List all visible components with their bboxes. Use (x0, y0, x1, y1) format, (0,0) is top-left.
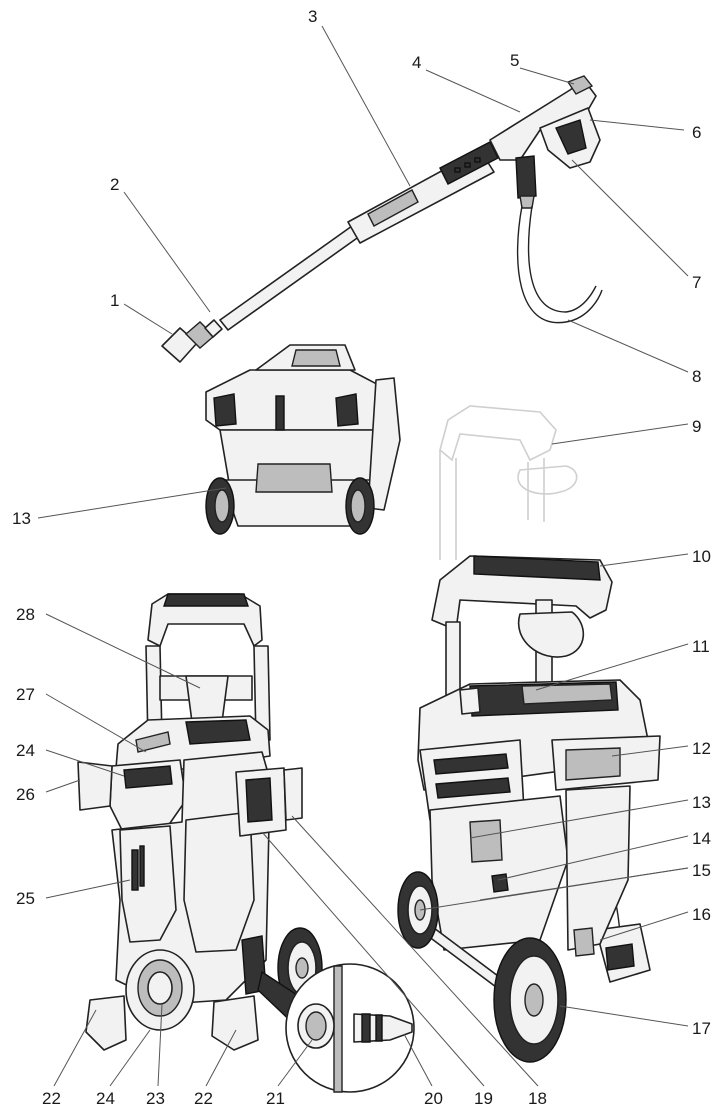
label-2: 2 (110, 175, 119, 194)
gun-handle-part-6 (539, 107, 601, 169)
label-3: 3 (308, 7, 317, 26)
label-21: 21 (266, 1089, 285, 1108)
label-23: 23 (146, 1089, 165, 1108)
holder-part-26 (77, 761, 113, 811)
inlet-thread-part-21 (297, 1003, 335, 1049)
label-26: 26 (16, 785, 35, 804)
label-15: 15 (692, 861, 711, 880)
rear-view-unit (205, 344, 401, 535)
label-18: 18 (528, 1089, 547, 1108)
control-box-part-24 (109, 759, 187, 831)
label-10: 10 (692, 547, 711, 566)
label-8: 8 (692, 367, 701, 386)
body-tower-part-25 (111, 751, 271, 1005)
cable-hook (517, 611, 585, 658)
label-4: 4 (412, 53, 421, 72)
body-front-panel (419, 739, 525, 821)
leader-lines (37, 25, 689, 1087)
label-16: 16 (692, 905, 711, 924)
label-14: 14 (692, 829, 711, 848)
label-22-right: 22 (194, 1089, 213, 1108)
label-28: 28 (16, 605, 35, 624)
label-27: 27 (16, 685, 35, 704)
lance-body-part-3 (347, 141, 499, 244)
hose-connector-part-7 (515, 155, 537, 209)
label-1: 1 (110, 291, 119, 310)
accessory-tray-part-12 (551, 735, 661, 791)
water-inlet (573, 927, 595, 957)
inlet-detail-circle (285, 963, 415, 1093)
label-6: 6 (692, 123, 701, 142)
wheel-left-part-15 (397, 871, 439, 949)
lower-body (429, 795, 569, 951)
inlet-port-part-23 (125, 949, 195, 1031)
label-11: 11 (692, 637, 710, 656)
folded-handle-ghost (439, 405, 578, 560)
spray-lance-assembly (161, 75, 603, 363)
inlet-adapter-part-20 (353, 1013, 413, 1043)
foot-left-part-22 (85, 995, 127, 1051)
lance-tube (219, 225, 361, 331)
rear-wheel-left (205, 477, 235, 535)
wheel-right-part-17 (493, 937, 567, 1063)
part-number-labels: 1 2 3 4 5 6 7 8 9 13 10 11 12 13 14 15 1… (12, 7, 711, 1108)
label-9: 9 (692, 417, 701, 436)
label-25: 25 (16, 889, 35, 908)
label-7: 7 (692, 273, 701, 292)
front-right-view-unit (397, 555, 661, 1063)
hose-part-8 (516, 205, 603, 324)
gun-body-part-4 (489, 75, 597, 161)
power-plug-part-16 (595, 799, 651, 983)
label-22-left: 22 (42, 1089, 61, 1108)
label-17: 17 (692, 1019, 711, 1038)
front-left-view-unit (77, 593, 323, 1051)
label-12: 12 (692, 739, 711, 758)
foot-right-part-22 (211, 995, 259, 1051)
side-panel (565, 785, 631, 951)
label-24-lower: 24 (96, 1089, 115, 1108)
rear-wheel-right (345, 477, 375, 535)
nozzle-part-1 (161, 319, 223, 363)
label-13-rear: 13 (12, 509, 31, 528)
label-19: 19 (474, 1089, 493, 1108)
holder-part-18-19 (235, 767, 303, 837)
label-20: 20 (424, 1089, 443, 1108)
label-24-upper: 24 (16, 741, 35, 760)
label-13-front: 13 (692, 793, 711, 812)
label-5: 5 (510, 51, 519, 70)
